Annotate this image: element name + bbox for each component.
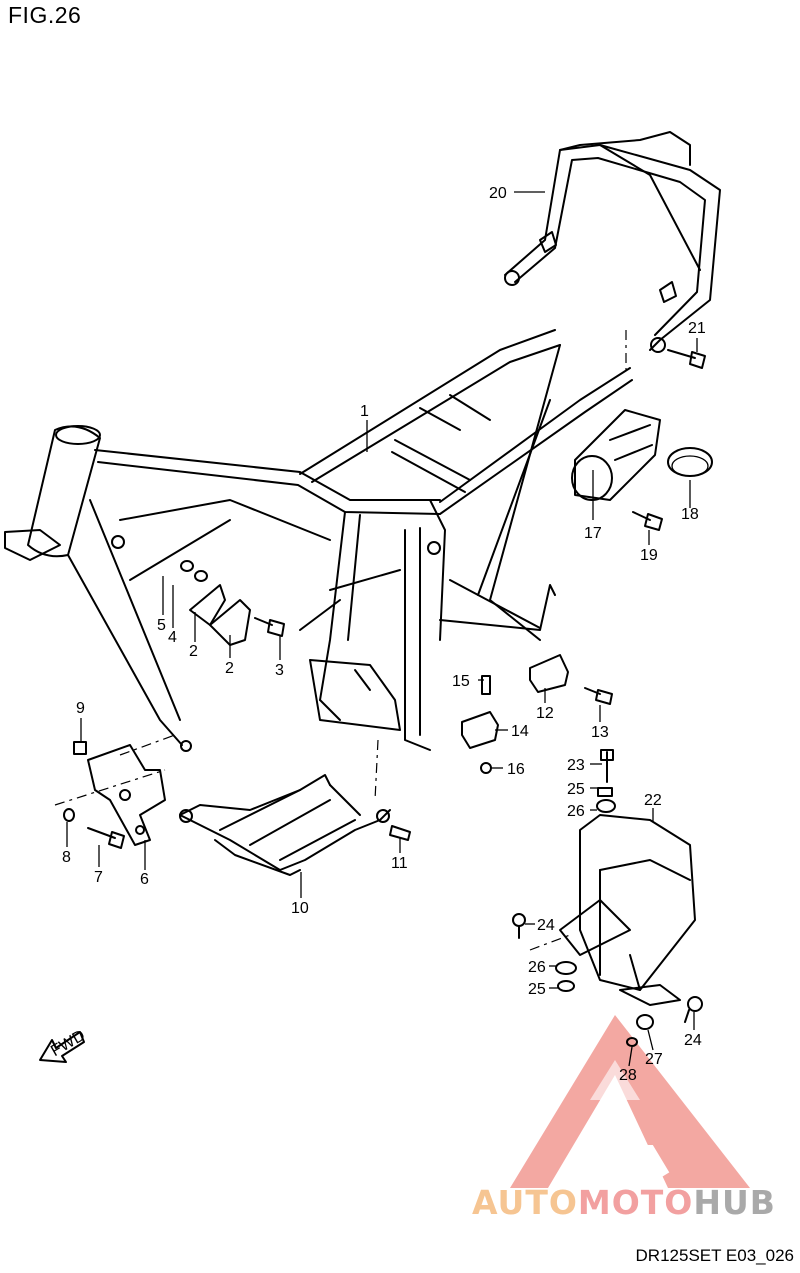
fwd-arrow: FWD (39, 1027, 88, 1063)
callout-12: 12 (536, 705, 554, 722)
callout-21: 21 (688, 320, 706, 337)
callout-26b: 26 (528, 959, 546, 976)
callout-1: 1 (360, 403, 369, 420)
watermark-text-moto: MOTO (577, 1183, 694, 1222)
callout-16: 16 (507, 761, 525, 778)
callout-5: 5 (157, 617, 166, 634)
callout-27: 27 (645, 1051, 663, 1068)
callout-8: 8 (62, 849, 71, 866)
callout-19: 19 (640, 547, 658, 564)
callout-2a: 2 (189, 643, 198, 660)
rubber-cushions (461, 654, 613, 774)
callout-24b: 24 (684, 1032, 702, 1049)
callout-11: 11 (391, 855, 408, 872)
callout-7: 7 (94, 869, 103, 886)
callout-9: 9 (76, 700, 85, 717)
callout-28: 28 (619, 1067, 637, 1084)
watermark-text-hub: HUB (693, 1183, 776, 1222)
watermark-text: AUTOMOTOHUB (472, 1183, 776, 1222)
callout-13: 13 (591, 724, 609, 741)
callout-18: 18 (681, 506, 699, 523)
bolt-21 (667, 349, 706, 369)
front-brackets (180, 560, 285, 646)
lower-cradle (179, 774, 411, 876)
callout-14: 14 (511, 723, 529, 740)
rear-carrier (504, 131, 721, 353)
callout-26a: 26 (567, 803, 585, 820)
engine-hanger (63, 741, 166, 849)
callout-24a: 24 (537, 917, 555, 934)
bolt-19 (632, 511, 663, 531)
callout-22: 22 (644, 792, 662, 809)
tool-band (667, 447, 713, 477)
fwd-arrow-label: FWD (48, 1027, 88, 1060)
callout-20: 20 (489, 185, 507, 202)
diagram-code: DR125SET E03_026 (635, 1246, 794, 1265)
callout-23: 23 (567, 757, 585, 774)
callout-4: 4 (168, 629, 177, 646)
main-frame (4, 329, 633, 752)
callout-15: 15 (452, 673, 470, 690)
leader-lines (66, 191, 698, 1067)
callout-25a: 25 (567, 781, 585, 798)
watermark-logo (510, 1015, 750, 1188)
callout-6: 6 (140, 871, 149, 888)
callout-labels: 1 2 2 3 4 5 6 7 8 9 10 11 12 13 14 15 16… (62, 185, 706, 1084)
callout-17: 17 (584, 525, 602, 542)
watermark-text-auto: AUTO (472, 1183, 578, 1222)
callout-3: 3 (275, 662, 284, 679)
battery-holder (512, 749, 703, 1047)
callout-25b: 25 (528, 981, 546, 998)
tool-case (571, 409, 661, 501)
callout-2b: 2 (225, 660, 234, 677)
callout-10: 10 (291, 900, 309, 917)
figure-label: FIG.26 (8, 2, 82, 28)
